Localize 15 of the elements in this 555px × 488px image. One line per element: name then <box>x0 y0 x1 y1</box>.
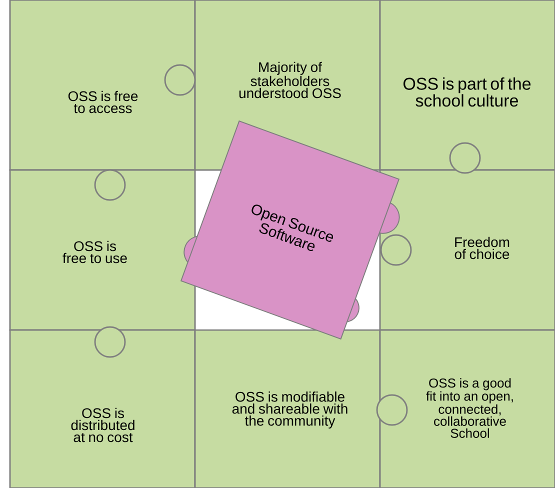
piece-label: OSS is modifiable and shareable with the community <box>232 391 348 429</box>
piece-label: OSS is a good fit into an open, connected, collaborative School <box>426 378 513 438</box>
puzzle-piece <box>9 0 196 171</box>
piece-label: OSS is free to use <box>62 240 127 264</box>
piece-label: OSS is free to access <box>68 90 138 114</box>
piece-label: Freedom of choice <box>454 236 510 260</box>
piece-label: Majority of stakeholders understood OSS <box>239 62 341 98</box>
puzzle-piece <box>9 329 196 488</box>
puzzle-piece <box>379 0 555 171</box>
piece-label: OSS is distributed at no cost <box>71 408 134 442</box>
puzzle-piece <box>9 169 196 331</box>
piece-label: OSS is part of the school culture <box>404 77 531 107</box>
puzzle-piece <box>194 329 381 488</box>
puzzle-piece <box>379 169 555 331</box>
puzzle-piece <box>379 329 555 488</box>
